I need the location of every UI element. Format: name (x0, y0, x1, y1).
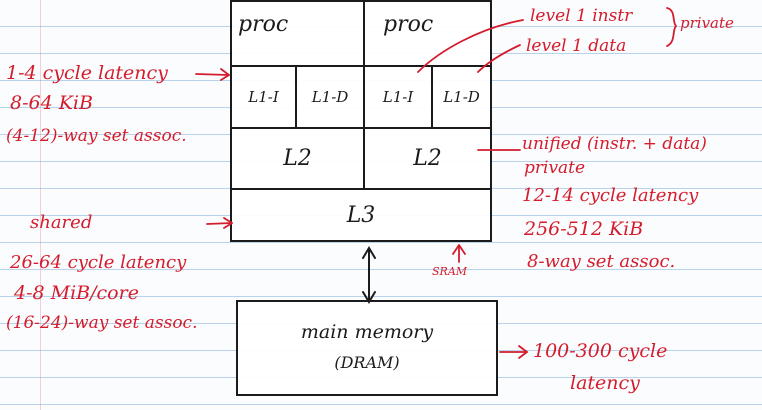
l1-associativity: (4-12)-way set assoc. (6, 126, 187, 146)
private-top-label: private (680, 14, 734, 32)
level1-data-pointer (477, 44, 521, 73)
l1-latency: 1-4 cycle latency (6, 62, 168, 84)
memory-annotation-arrow (499, 345, 528, 359)
memory-latency-unit: latency (570, 372, 640, 394)
proc-l1-divider (230, 65, 492, 67)
l1-instr-left: L1-I (248, 88, 279, 106)
l3-associativity: (16-24)-way set assoc. (6, 313, 198, 333)
l3-annotation-arrow (206, 217, 233, 229)
l3-cache: L3 (346, 202, 376, 228)
level1-instr-label: level 1 instr (530, 6, 633, 26)
level1-data-label: level 1 data (526, 36, 627, 56)
l3-shared: shared (30, 212, 93, 233)
proc-left: proc (238, 11, 289, 37)
l1-right-divider (431, 65, 433, 128)
private-brace (666, 7, 677, 47)
l2-size: 256-512 KiB (524, 218, 644, 240)
l1-size: 8-64 KiB (10, 92, 93, 114)
l2-unified: unified (instr. + data) (522, 134, 707, 154)
proc-right: proc (383, 11, 434, 37)
main-memory-box (236, 300, 498, 396)
memory-latency: 100-300 cycle (533, 340, 668, 362)
l1-data-left: L1-D (311, 88, 349, 106)
sram-label: SRAM (432, 265, 468, 278)
l1-l2-divider (230, 127, 492, 129)
l3-latency: 26-64 cycle latency (10, 252, 187, 273)
sram-arrow (452, 244, 466, 263)
l2-associativity: 8-way set assoc. (527, 251, 676, 272)
l3-memory-double-arrow (362, 246, 376, 304)
l2-left: L2 (283, 146, 312, 171)
l1-data-right: L1-D (443, 88, 480, 106)
main-memory-type: (DRAM) (334, 352, 400, 372)
l2-right: L2 (413, 146, 442, 171)
main-memory-label: main memory (300, 321, 434, 343)
l1-instr-right: L1-I (382, 88, 414, 106)
l3-size: 4-8 MiB/core (14, 282, 139, 304)
level1-instr-pointer (417, 19, 524, 73)
l1-left-divider (295, 65, 297, 128)
cache-hierarchy-block (230, 0, 492, 242)
l2-l3-divider (230, 188, 492, 190)
center-divider (363, 0, 365, 190)
l2-latency: 12-14 cycle latency (522, 185, 699, 206)
l1-annotation-arrow (195, 68, 230, 81)
l2-private: private (524, 158, 586, 178)
